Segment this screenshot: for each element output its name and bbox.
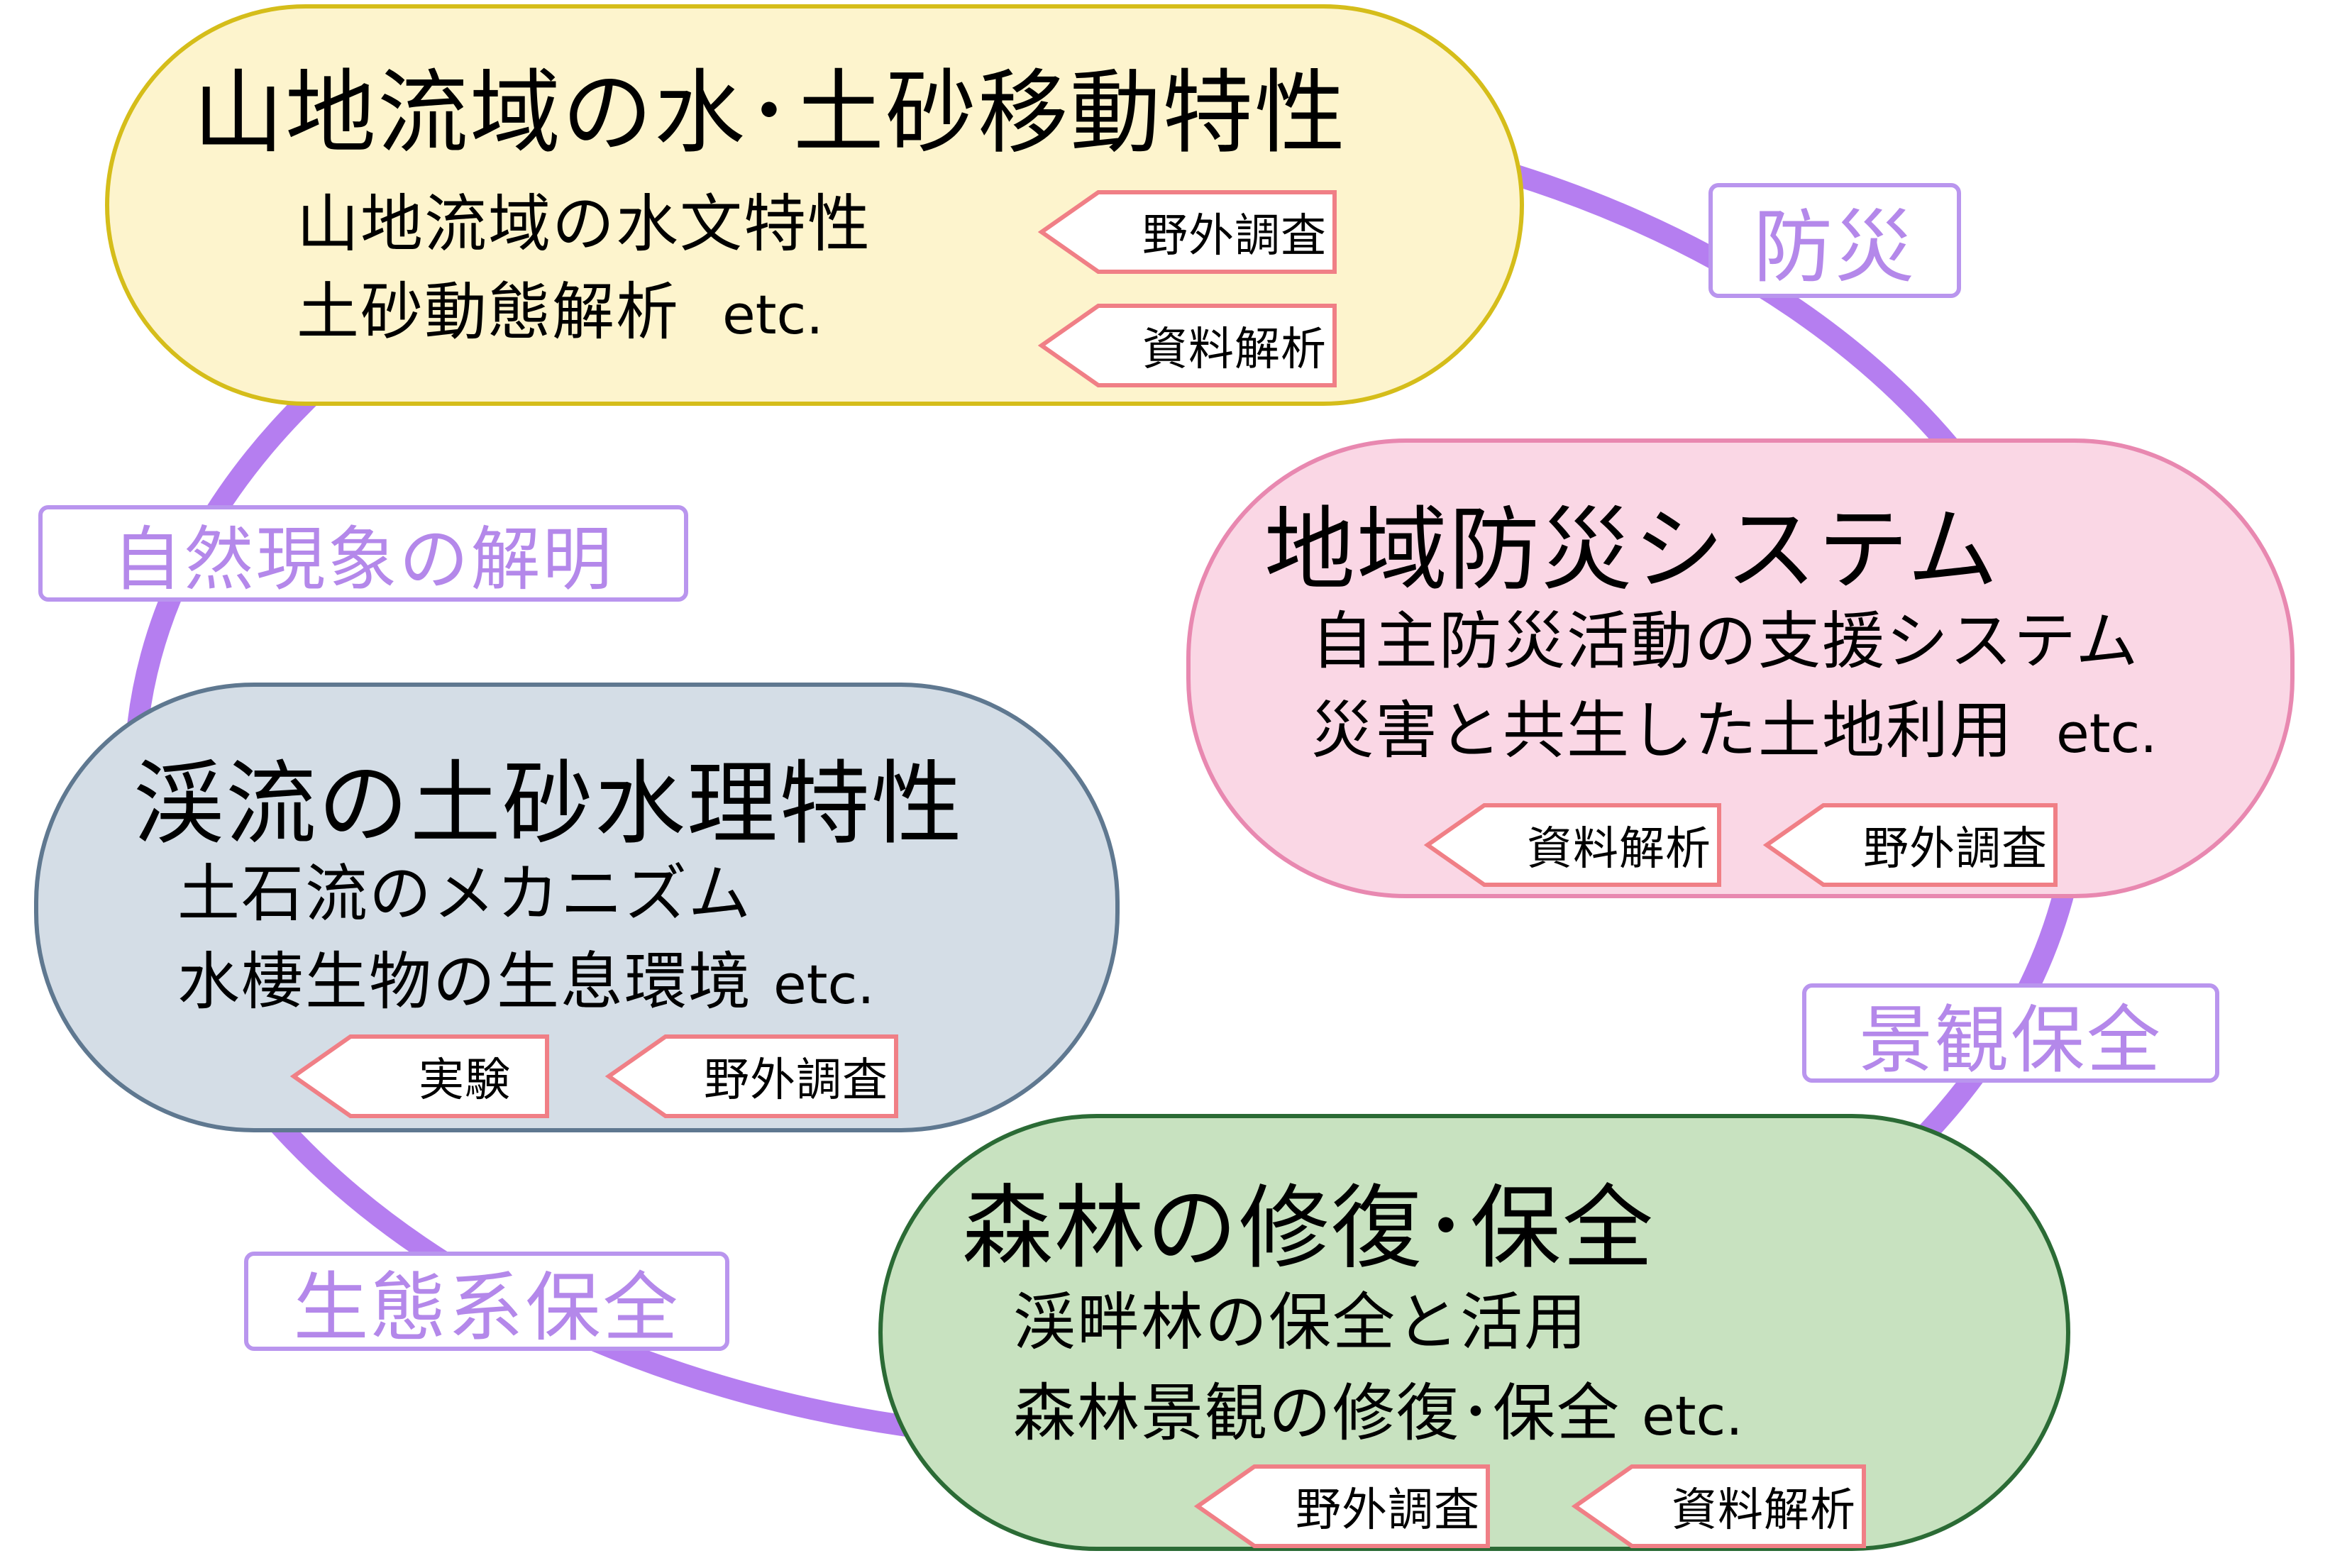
node-forest-restoration: 森林の修復･保全 渓畔林の保全と活用 森林景観の修復･保全 etc. 野外調査 …: [878, 1114, 2070, 1551]
method-tag-data-analysis: 資料解析: [1423, 803, 1721, 887]
node-item: 水棲生物の生息環境 etc.: [177, 945, 875, 1018]
node-item: 自主防災活動の支援システム: [1311, 604, 2140, 678]
method-tag-field-survey: 野外調査: [1037, 190, 1337, 274]
etc-label: etc.: [773, 953, 875, 1016]
node-stream-sediment-hydraulics: 渓流の土砂水理特性 土石流のメカニズム 水棲生物の生息環境 etc. 実験 野外…: [34, 683, 1120, 1132]
node-item: 渓畔林の保全と活用: [1013, 1286, 1589, 1359]
method-tag-field-survey: 野外調査: [1193, 1464, 1490, 1548]
method-tag-data-analysis: 資料解析: [1571, 1464, 1866, 1548]
etc-label: etc.: [1642, 1384, 1743, 1447]
node-title: 地域防災システム: [1264, 497, 2000, 603]
etc-label: etc.: [722, 283, 824, 346]
node-mountain-watershed: 山地流域の水･土砂移動特性 山地流域の水文特性 土砂動態解析 etc. 野外調査…: [105, 4, 1524, 406]
node-item: 山地流域の水文特性: [297, 187, 872, 260]
node-title: 山地流域の水･土砂移動特性: [193, 60, 1347, 166]
theme-ecosystem-conservation: 生態系保全: [244, 1252, 729, 1352]
method-tag-field-survey: 野外調査: [1762, 803, 2058, 887]
theme-natural-phenomena: 自然現象の解明: [38, 505, 688, 602]
node-item: 土石流のメカニズム: [177, 857, 753, 930]
method-tag-experiment: 実験: [289, 1034, 549, 1118]
node-item: 土砂動態解析 etc.: [297, 275, 824, 348]
node-item: 森林景観の修復･保全 etc.: [1013, 1376, 1743, 1450]
theme-disaster-prevention: 防災: [1708, 183, 1961, 298]
etc-label: etc.: [2055, 702, 2158, 765]
method-tag-data-analysis: 資料解析: [1037, 304, 1337, 387]
node-regional-disaster-system: 地域防災システム 自主防災活動の支援システム 災害と共生した土地利用 etc. …: [1186, 438, 2295, 898]
method-tag-field-survey: 野外調査: [604, 1034, 898, 1118]
node-title: 渓流の土砂水理特性: [133, 751, 964, 857]
node-item: 災害と共生した土地利用 etc.: [1311, 694, 2158, 767]
node-title: 森林の修復･保全: [962, 1176, 1655, 1281]
theme-landscape-conservation: 景観保全: [1802, 983, 2219, 1083]
